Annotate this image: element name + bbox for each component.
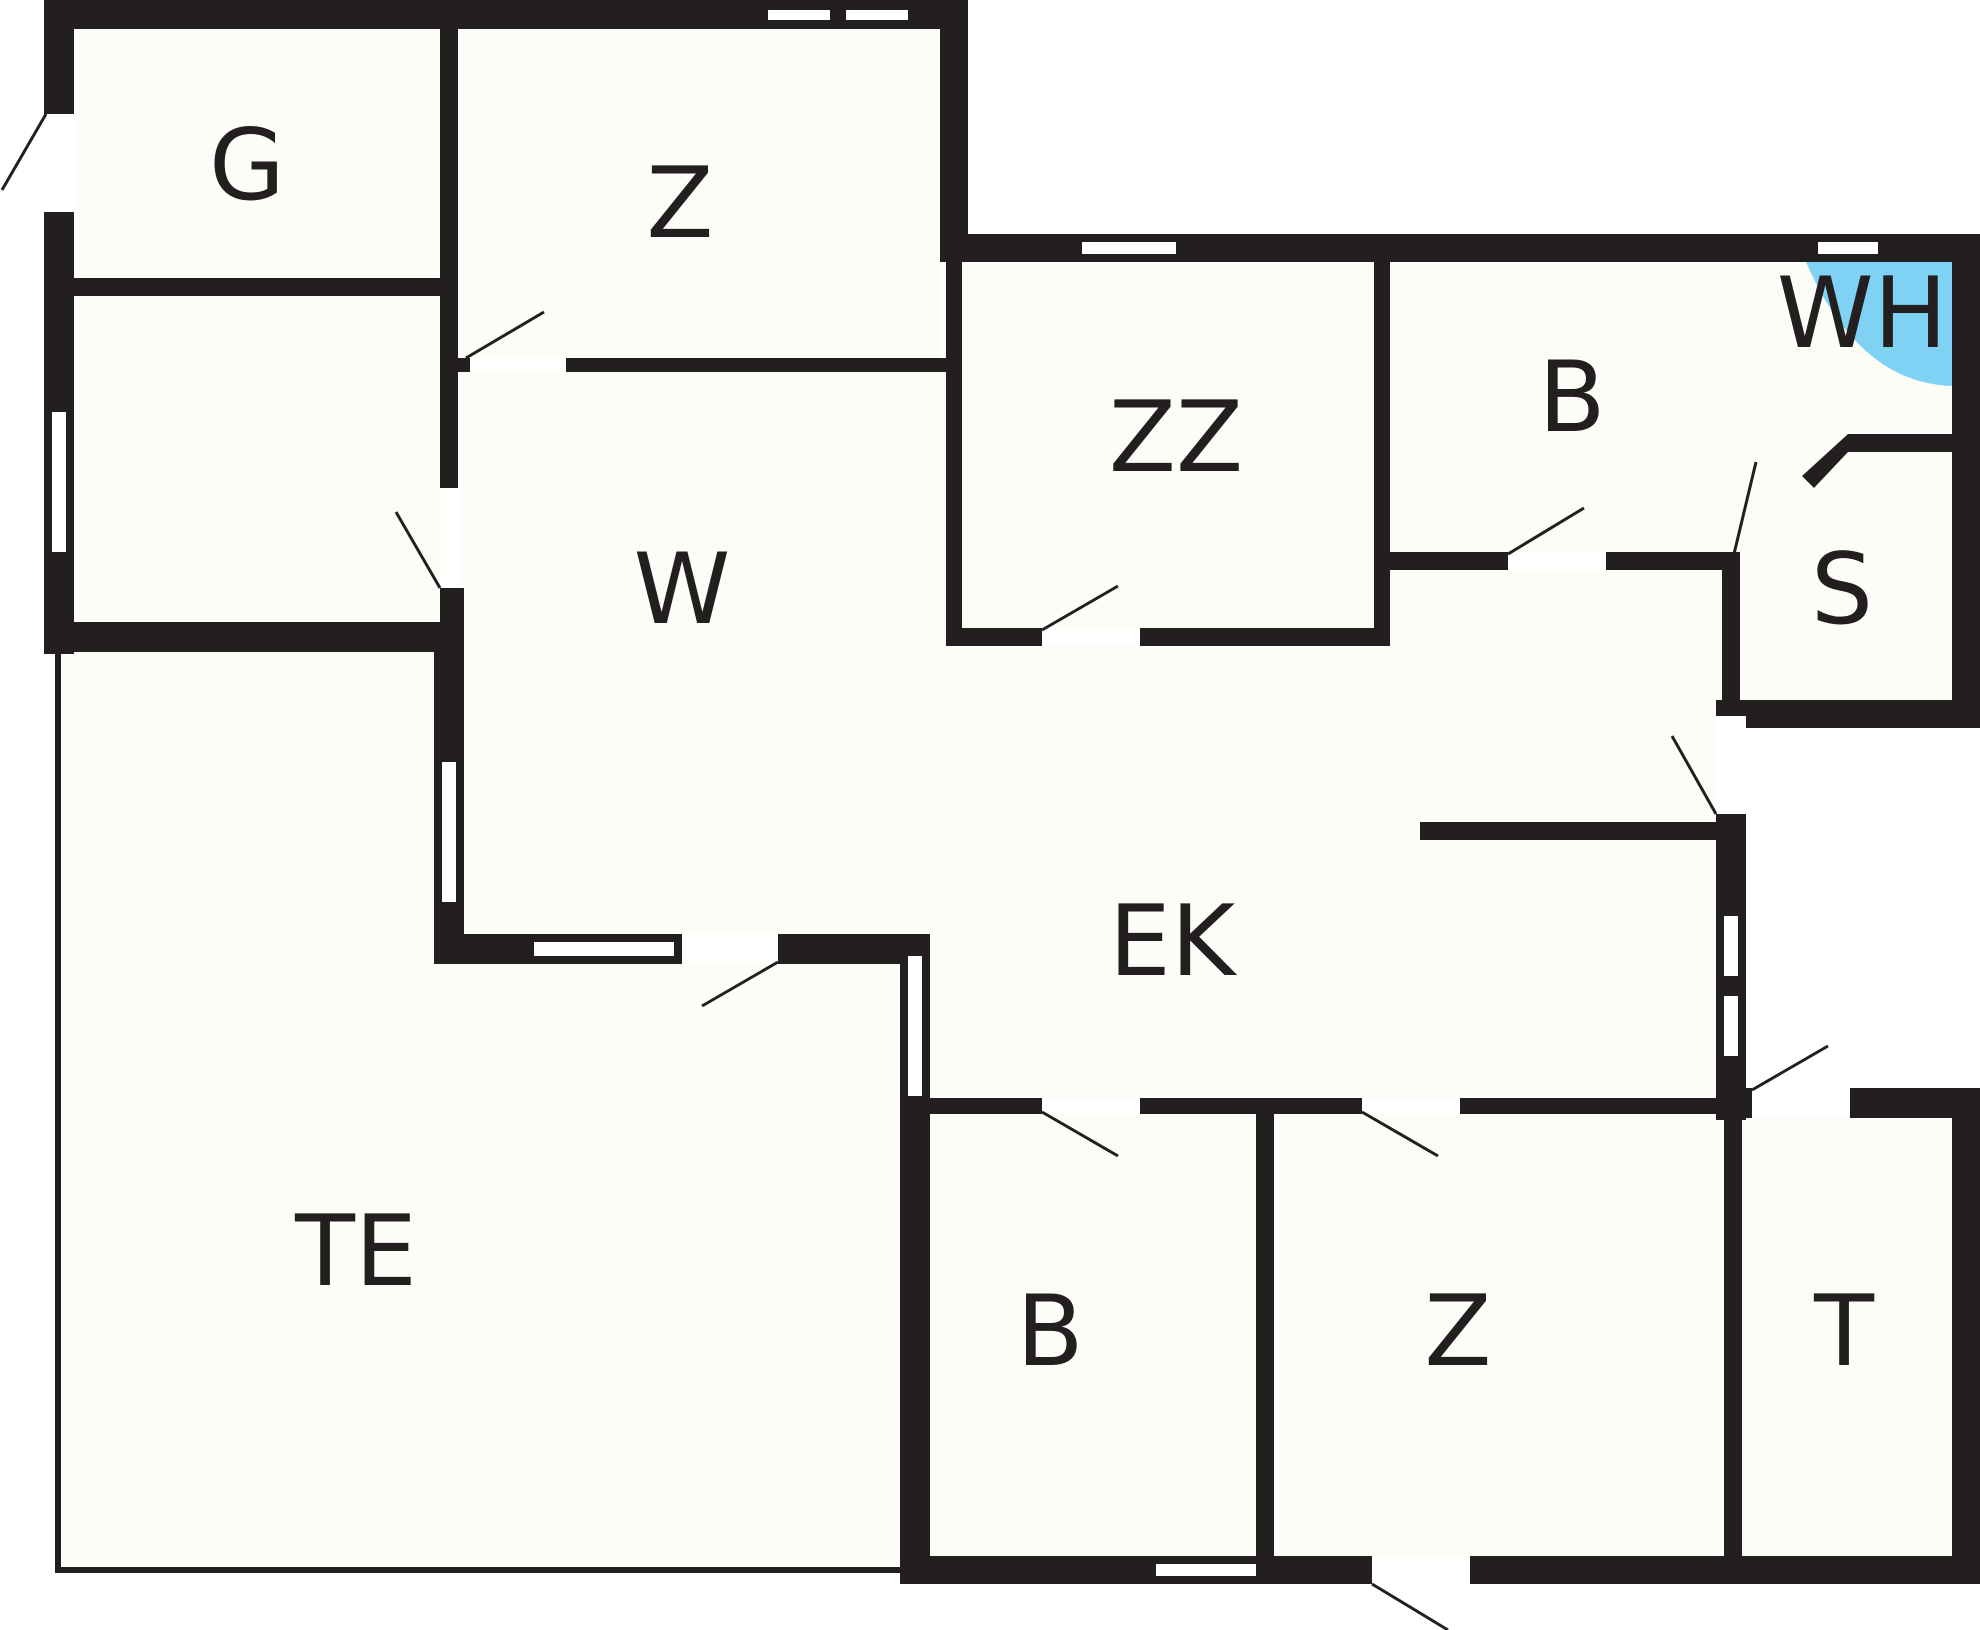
wall-zz-right bbox=[1374, 262, 1390, 644]
wall-zz-bottom bbox=[946, 628, 1390, 646]
door-t bbox=[1751, 1044, 1829, 1092]
floor-z-bottom bbox=[1274, 1114, 1724, 1556]
room-label-t: T bbox=[1813, 1275, 1875, 1389]
door-openings bbox=[44, 114, 1850, 1584]
opening-ek-right bbox=[1716, 716, 1746, 814]
opening-z-bottom bbox=[1362, 1098, 1460, 1114]
window-ek-right-1 bbox=[1720, 912, 1742, 980]
door-b-bottom bbox=[1041, 1110, 1119, 1158]
floor-z-top bbox=[458, 29, 940, 358]
floor-s bbox=[1740, 452, 1952, 700]
floor-g bbox=[74, 29, 440, 278]
door-zz bbox=[1041, 584, 1119, 632]
door-ek-right bbox=[1670, 735, 1718, 815]
opening-b-bottom bbox=[1042, 1098, 1140, 1114]
door-g-exterior bbox=[0, 113, 48, 191]
floor-t bbox=[1742, 1114, 1952, 1556]
window-z-top-2 bbox=[842, 6, 912, 24]
opening-b-top bbox=[1508, 552, 1606, 570]
opening-te bbox=[682, 934, 778, 964]
wall-s-bottom bbox=[1722, 700, 1980, 728]
windows bbox=[48, 6, 1882, 1580]
door-b-top bbox=[1507, 506, 1585, 556]
opening-t bbox=[1752, 1088, 1850, 1118]
room-label-s: S bbox=[1811, 533, 1873, 647]
room-label-z-bottom: Z bbox=[1424, 1275, 1491, 1389]
wall-z-right bbox=[940, 0, 968, 262]
wall-right-lower bbox=[1952, 1088, 1980, 1584]
wall-right-upper bbox=[1952, 234, 1980, 728]
wall-bedrooms-top bbox=[900, 1098, 1746, 1114]
door-storage bbox=[394, 511, 442, 589]
room-label-w: W bbox=[634, 533, 731, 647]
floor-areas bbox=[58, 29, 1952, 1570]
door-s bbox=[1732, 461, 1758, 555]
wall-w-left-stub bbox=[440, 588, 464, 622]
opening-front-door bbox=[1372, 1556, 1470, 1584]
door-front bbox=[1371, 1582, 1449, 1630]
window-wh bbox=[1814, 238, 1882, 258]
window-w-left bbox=[438, 758, 460, 906]
wall-z-bottom bbox=[458, 358, 946, 372]
wall-s-left bbox=[1722, 552, 1740, 700]
wall-s-top bbox=[1848, 434, 1952, 452]
sink-fixture bbox=[1806, 262, 1956, 386]
room-label-wh: WH bbox=[1777, 257, 1948, 371]
room-label-b-bottom: B bbox=[1016, 1275, 1083, 1389]
window-ek-te bbox=[904, 952, 926, 1100]
wall-s-diagonal bbox=[1802, 434, 1848, 488]
window-ek-right-2 bbox=[1720, 992, 1742, 1060]
floor-te bbox=[58, 652, 902, 1570]
wall-z-t-divider bbox=[1724, 1114, 1742, 1558]
window-b-bottom bbox=[1152, 1560, 1260, 1580]
opening-g-exterior bbox=[44, 114, 74, 212]
window-storage bbox=[48, 408, 70, 556]
room-label-zz: ZZ bbox=[1109, 381, 1243, 495]
wall-zz-left bbox=[946, 262, 962, 644]
wall-ek-partition bbox=[1420, 822, 1716, 840]
window-w-bottom bbox=[530, 938, 678, 960]
door-z-bottom bbox=[1361, 1110, 1439, 1158]
room-labels: G Z ZZ B WH W S EK TE B Z T bbox=[209, 109, 1947, 1389]
wall-g-z-divider bbox=[440, 29, 458, 488]
floor-b-bottom bbox=[930, 1114, 1256, 1556]
window-z-top-1 bbox=[764, 6, 834, 24]
wall-b-z-divider bbox=[1256, 1114, 1274, 1558]
wall-g-bottom bbox=[74, 278, 440, 296]
room-label-g: G bbox=[209, 109, 285, 223]
opening-z-top bbox=[470, 358, 566, 372]
floor-zz bbox=[962, 262, 1374, 628]
door-leaves bbox=[0, 113, 1829, 1630]
room-label-te: TE bbox=[294, 1195, 417, 1309]
room-label-z-top: Z bbox=[646, 147, 713, 261]
floor-storage bbox=[74, 296, 440, 622]
door-te bbox=[701, 960, 779, 1008]
wall-storage-bottom bbox=[44, 622, 464, 652]
room-label-b-top: B bbox=[1538, 341, 1605, 455]
opening-zz bbox=[1042, 628, 1140, 646]
door-z-top bbox=[465, 310, 545, 360]
terrace-outline bbox=[55, 652, 902, 1573]
window-zz bbox=[1078, 238, 1180, 258]
opening-storage bbox=[440, 490, 458, 588]
room-label-ek: EK bbox=[1109, 885, 1238, 999]
